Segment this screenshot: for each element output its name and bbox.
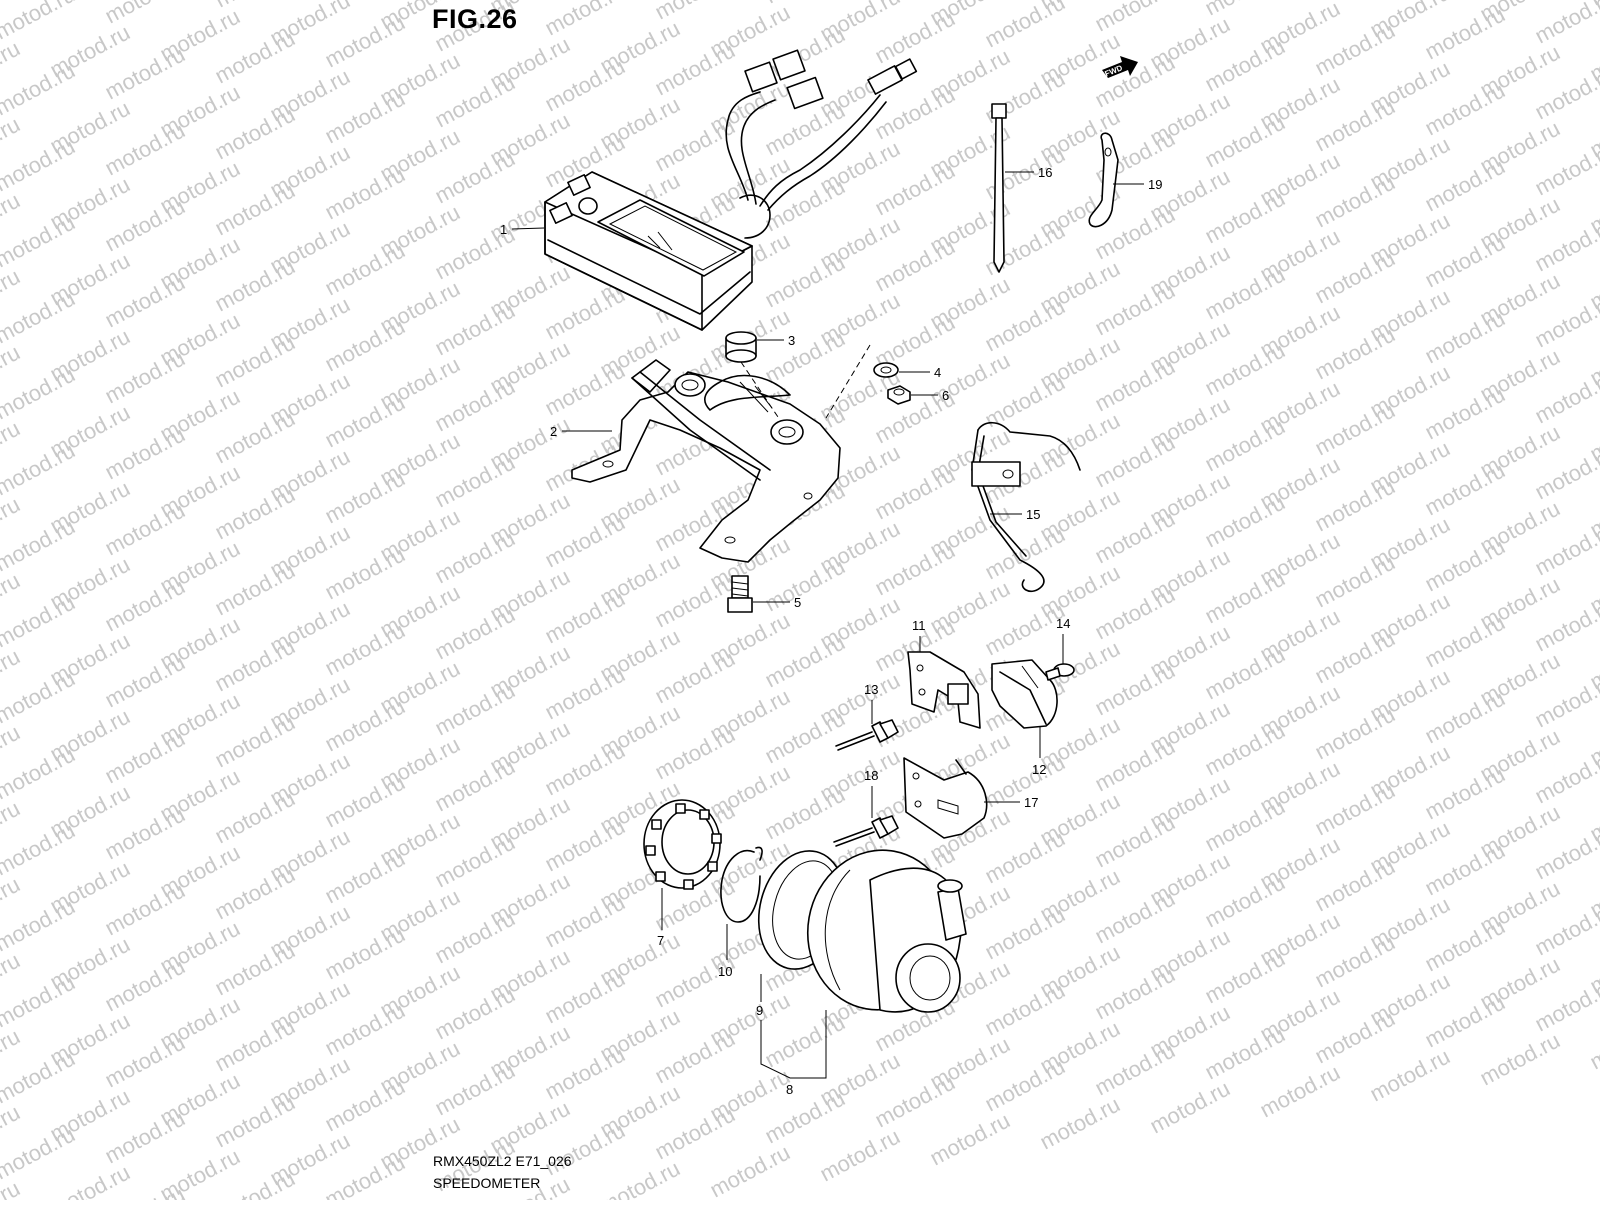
watermark-text: motod.ru xyxy=(816,1124,904,1187)
callout-5: 5 xyxy=(794,595,801,610)
callout-6: 6 xyxy=(942,388,949,403)
leader-1 xyxy=(511,227,545,230)
watermark-text: motod.ru xyxy=(1146,1076,1234,1139)
part-13-rivet xyxy=(835,719,899,751)
footer-section-name: SPEEDOMETER xyxy=(433,1175,541,1191)
part-6-nut xyxy=(887,385,911,405)
watermark-text: motod.ru xyxy=(596,1156,684,1200)
part-2-bracket xyxy=(571,359,841,563)
part-16-cable-tie xyxy=(991,103,1007,273)
callout-16: 16 xyxy=(1038,165,1052,180)
watermark-text: motod.ru xyxy=(1366,1044,1454,1107)
part-4-dashed-leader xyxy=(825,344,871,419)
part-17-stay xyxy=(903,757,988,839)
watermark-text: motod.ru xyxy=(706,1140,794,1200)
part-3-grommet xyxy=(725,331,757,363)
callout-1: 1 xyxy=(500,222,507,237)
callout-8: 8 xyxy=(786,1082,793,1097)
part-15-wire-clip xyxy=(971,421,1081,593)
callout-14: 14 xyxy=(1056,616,1070,631)
callout-15: 15 xyxy=(1026,507,1040,522)
callout-7: 7 xyxy=(657,933,664,948)
watermark-text: motod.ru xyxy=(926,1108,1014,1171)
part-3-dashed-leader xyxy=(740,361,781,421)
callout-11: 11 xyxy=(912,618,926,633)
part-5-bolt xyxy=(727,575,753,613)
watermark-text: motod.ru xyxy=(46,1160,134,1200)
part-4-washer xyxy=(873,362,899,378)
callout-18: 18 xyxy=(864,768,878,783)
watermark-text: motod.ru xyxy=(541,0,629,40)
callout-4: 4 xyxy=(934,365,941,380)
part-1-speedometer-unit xyxy=(544,49,918,331)
watermark-text: motod.ru xyxy=(0,1176,24,1200)
callout-3: 3 xyxy=(788,333,795,348)
callout-12: 12 xyxy=(1032,762,1046,777)
part-11-bracket-plate xyxy=(907,651,981,729)
watermark-text: motod.ru xyxy=(1531,0,1600,48)
part-18-rivet xyxy=(833,815,899,847)
callout-numbers: 1 2 3 4 5 6 7 8 9 10 11 12 13 14 15 16 1… xyxy=(500,165,1162,1097)
footer-model-code: RMX450ZL2 E71_026 xyxy=(433,1153,572,1169)
watermark-text: motod.ru xyxy=(1586,1012,1600,1075)
leader-8 xyxy=(760,1010,827,1079)
part-7-ring-gear xyxy=(643,799,722,890)
callout-17: 17 xyxy=(1024,795,1038,810)
leader-lines xyxy=(511,171,1144,1079)
watermark-text: motod.ru xyxy=(981,0,1069,52)
callout-9: 9 xyxy=(756,1003,763,1018)
part-19-clamp xyxy=(1088,132,1119,228)
callout-13: 13 xyxy=(864,682,878,697)
part-8-gearbox xyxy=(806,849,967,1013)
watermark-text: motod.ru xyxy=(1036,1092,1124,1155)
watermark-text: motod.ru xyxy=(1476,1028,1564,1091)
callout-10: 10 xyxy=(718,964,732,979)
watermark-text: motod.ru xyxy=(1256,1060,1344,1123)
figure-title: FIG.26 xyxy=(432,4,518,34)
part-14-screw xyxy=(1045,663,1075,681)
callout-19: 19 xyxy=(1148,177,1162,192)
callout-2: 2 xyxy=(550,424,557,439)
part-10-circlip xyxy=(720,846,763,923)
